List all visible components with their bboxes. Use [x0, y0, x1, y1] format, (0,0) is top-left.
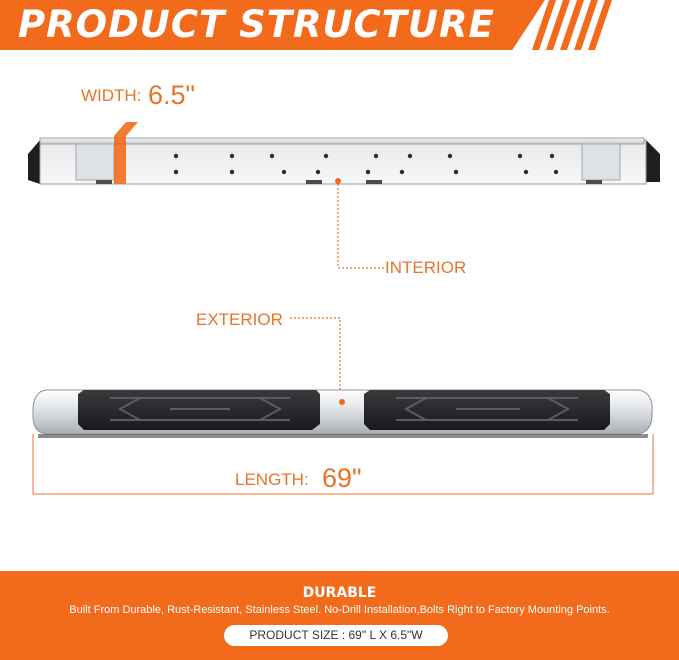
- footer-title: DURABLE: [302, 585, 377, 601]
- length-value: 69": [322, 463, 362, 493]
- decorative-stripes: [532, 0, 612, 50]
- rail-interior-illustration: [28, 122, 660, 185]
- rail-exterior-illustration: [32, 389, 653, 438]
- header-banner: [0, 0, 545, 50]
- footer-description: Built From Durable, Rust-Resistant, Stai…: [69, 604, 610, 616]
- length-bracket: [32, 434, 654, 495]
- product-size-badge: PRODUCT SIZE : 69" L X 6.5"W: [224, 625, 448, 646]
- exterior-label: EXTERIOR: [196, 310, 283, 329]
- interior-label: INTERIOR: [385, 258, 467, 277]
- page-title: PRODUCT STRUCTURE: [18, 3, 495, 46]
- exterior-leader-line: [290, 317, 341, 400]
- footer-band: DURABLE Built From Durable, Rust-Resista…: [0, 571, 679, 660]
- interior-leader-line: [337, 184, 386, 269]
- length-label: LENGTH:: [235, 470, 309, 489]
- width-value: 6.5": [148, 80, 196, 110]
- width-label: WIDTH:: [81, 86, 142, 105]
